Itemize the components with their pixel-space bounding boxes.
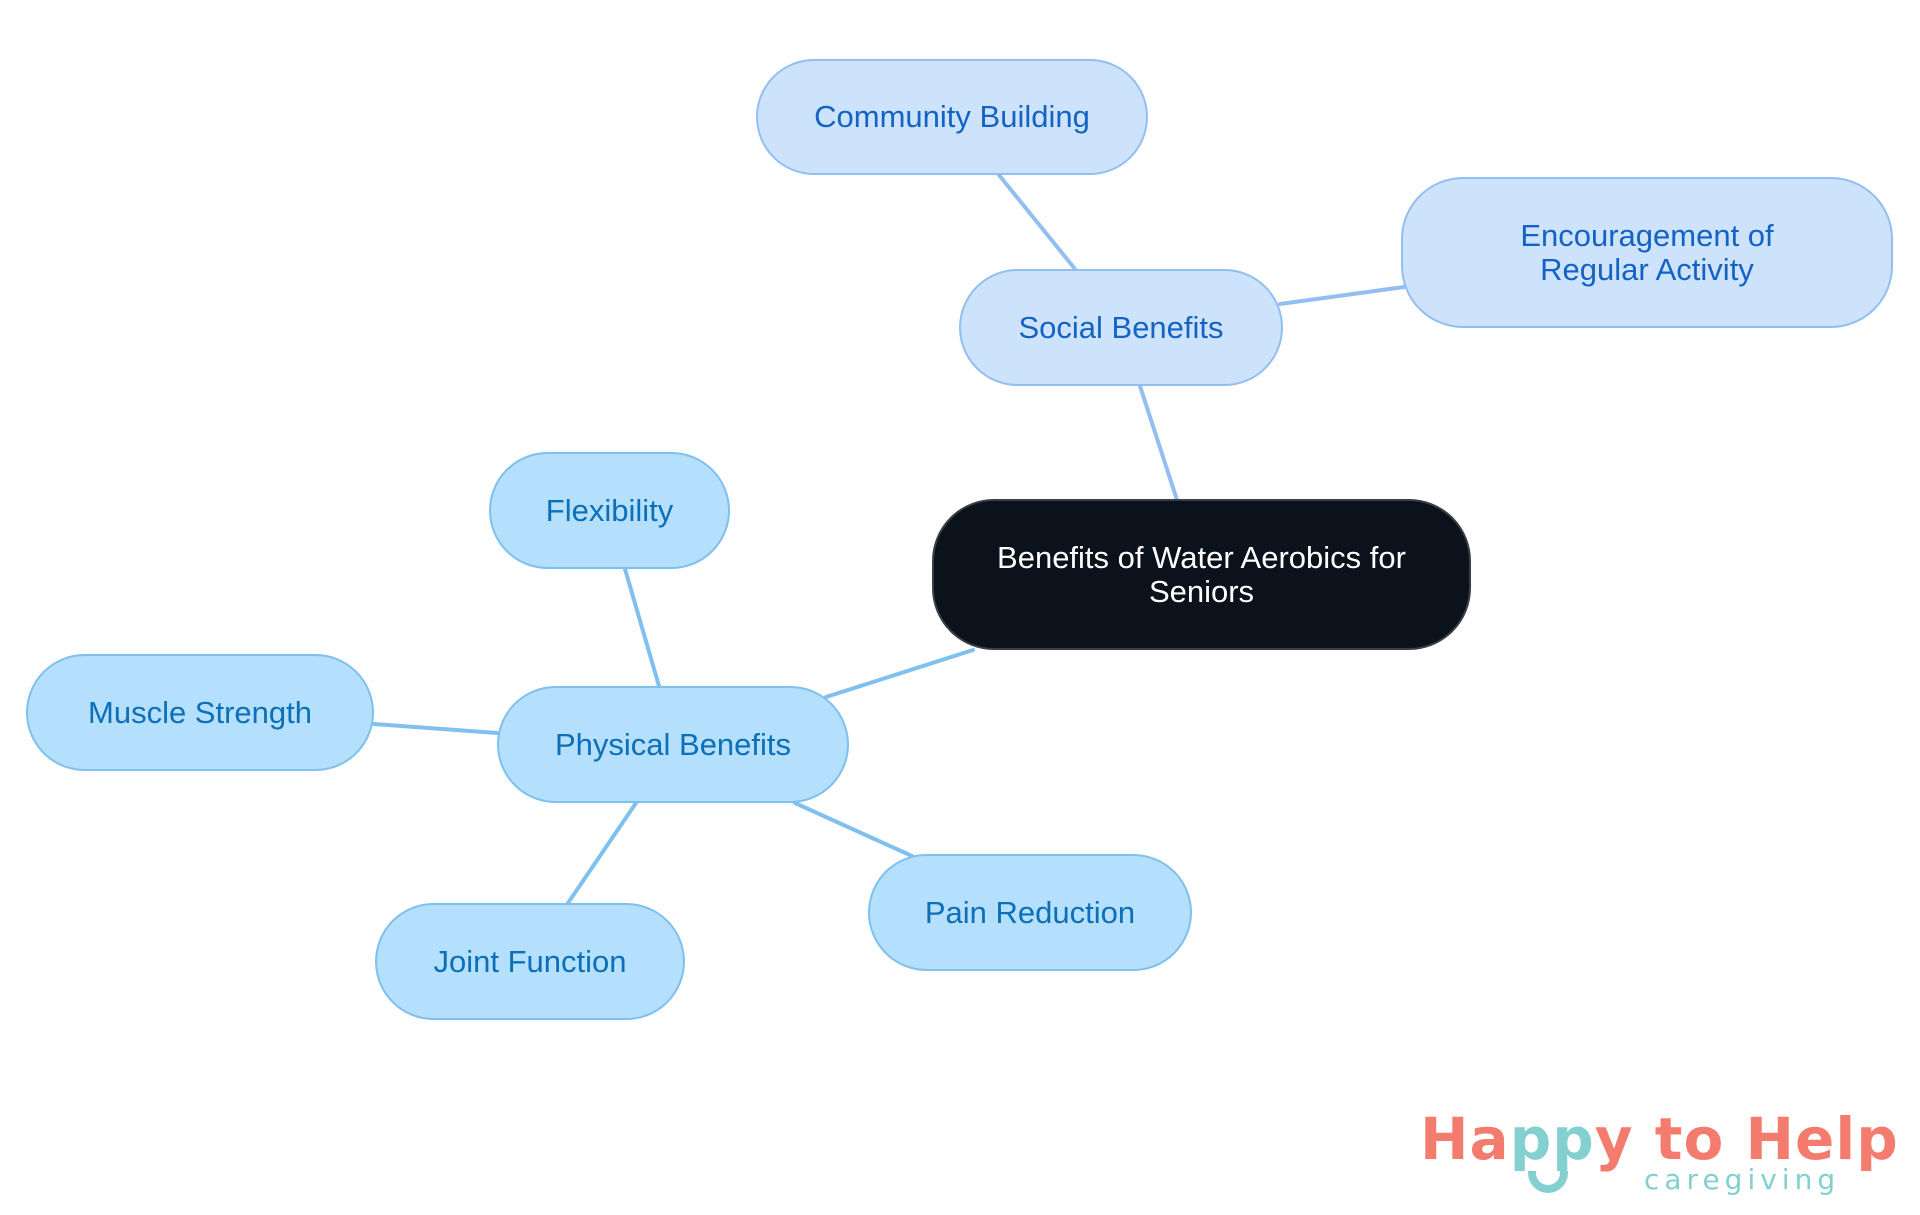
node-label: Pain Reduction [924, 894, 1136, 930]
node-joint-function[interactable]: Joint Function [375, 903, 685, 1020]
link-physical-joint [566, 801, 638, 905]
smile-icon [1528, 1171, 1568, 1193]
node-encouragement-regular-activity[interactable]: Encouragement of Regular Activity [1401, 177, 1893, 328]
node-label: Physical Benefits [554, 726, 792, 762]
node-social-benefits[interactable]: Social Benefits [959, 269, 1283, 386]
happy-to-help-logo: Happy to Help caregiving [1420, 1105, 1898, 1205]
link-physical-pain [793, 801, 914, 858]
logo-subtitle: caregiving [1644, 1163, 1841, 1196]
root-node-label: Benefits of Water Aerobics for Seniors [997, 539, 1406, 609]
node-label: Flexibility [545, 492, 674, 528]
link-social-community [997, 173, 1077, 271]
node-label: Joint Function [433, 943, 627, 979]
node-label: Encouragement of Regular Activity [1520, 217, 1774, 287]
link-root-physical [824, 648, 975, 699]
node-pain-reduction[interactable]: Pain Reduction [868, 854, 1192, 971]
logo-wordmark: Happy to Help [1420, 1105, 1899, 1173]
root-node[interactable]: Benefits of Water Aerobics for Seniors [932, 499, 1471, 650]
node-label: Community Building [814, 99, 1090, 134]
node-community-building[interactable]: Community Building [756, 59, 1148, 175]
link-physical-muscle [372, 722, 499, 735]
node-flexibility[interactable]: Flexibility [489, 452, 730, 569]
link-physical-flexibility [623, 567, 661, 688]
link-root-social [1138, 384, 1179, 502]
node-physical-benefits[interactable]: Physical Benefits [497, 686, 849, 803]
node-label: Social Benefits [1018, 309, 1224, 345]
link-social-encouragement [1278, 285, 1406, 306]
node-muscle-strength[interactable]: Muscle Strength [26, 654, 374, 771]
node-label: Muscle Strength [88, 694, 312, 730]
